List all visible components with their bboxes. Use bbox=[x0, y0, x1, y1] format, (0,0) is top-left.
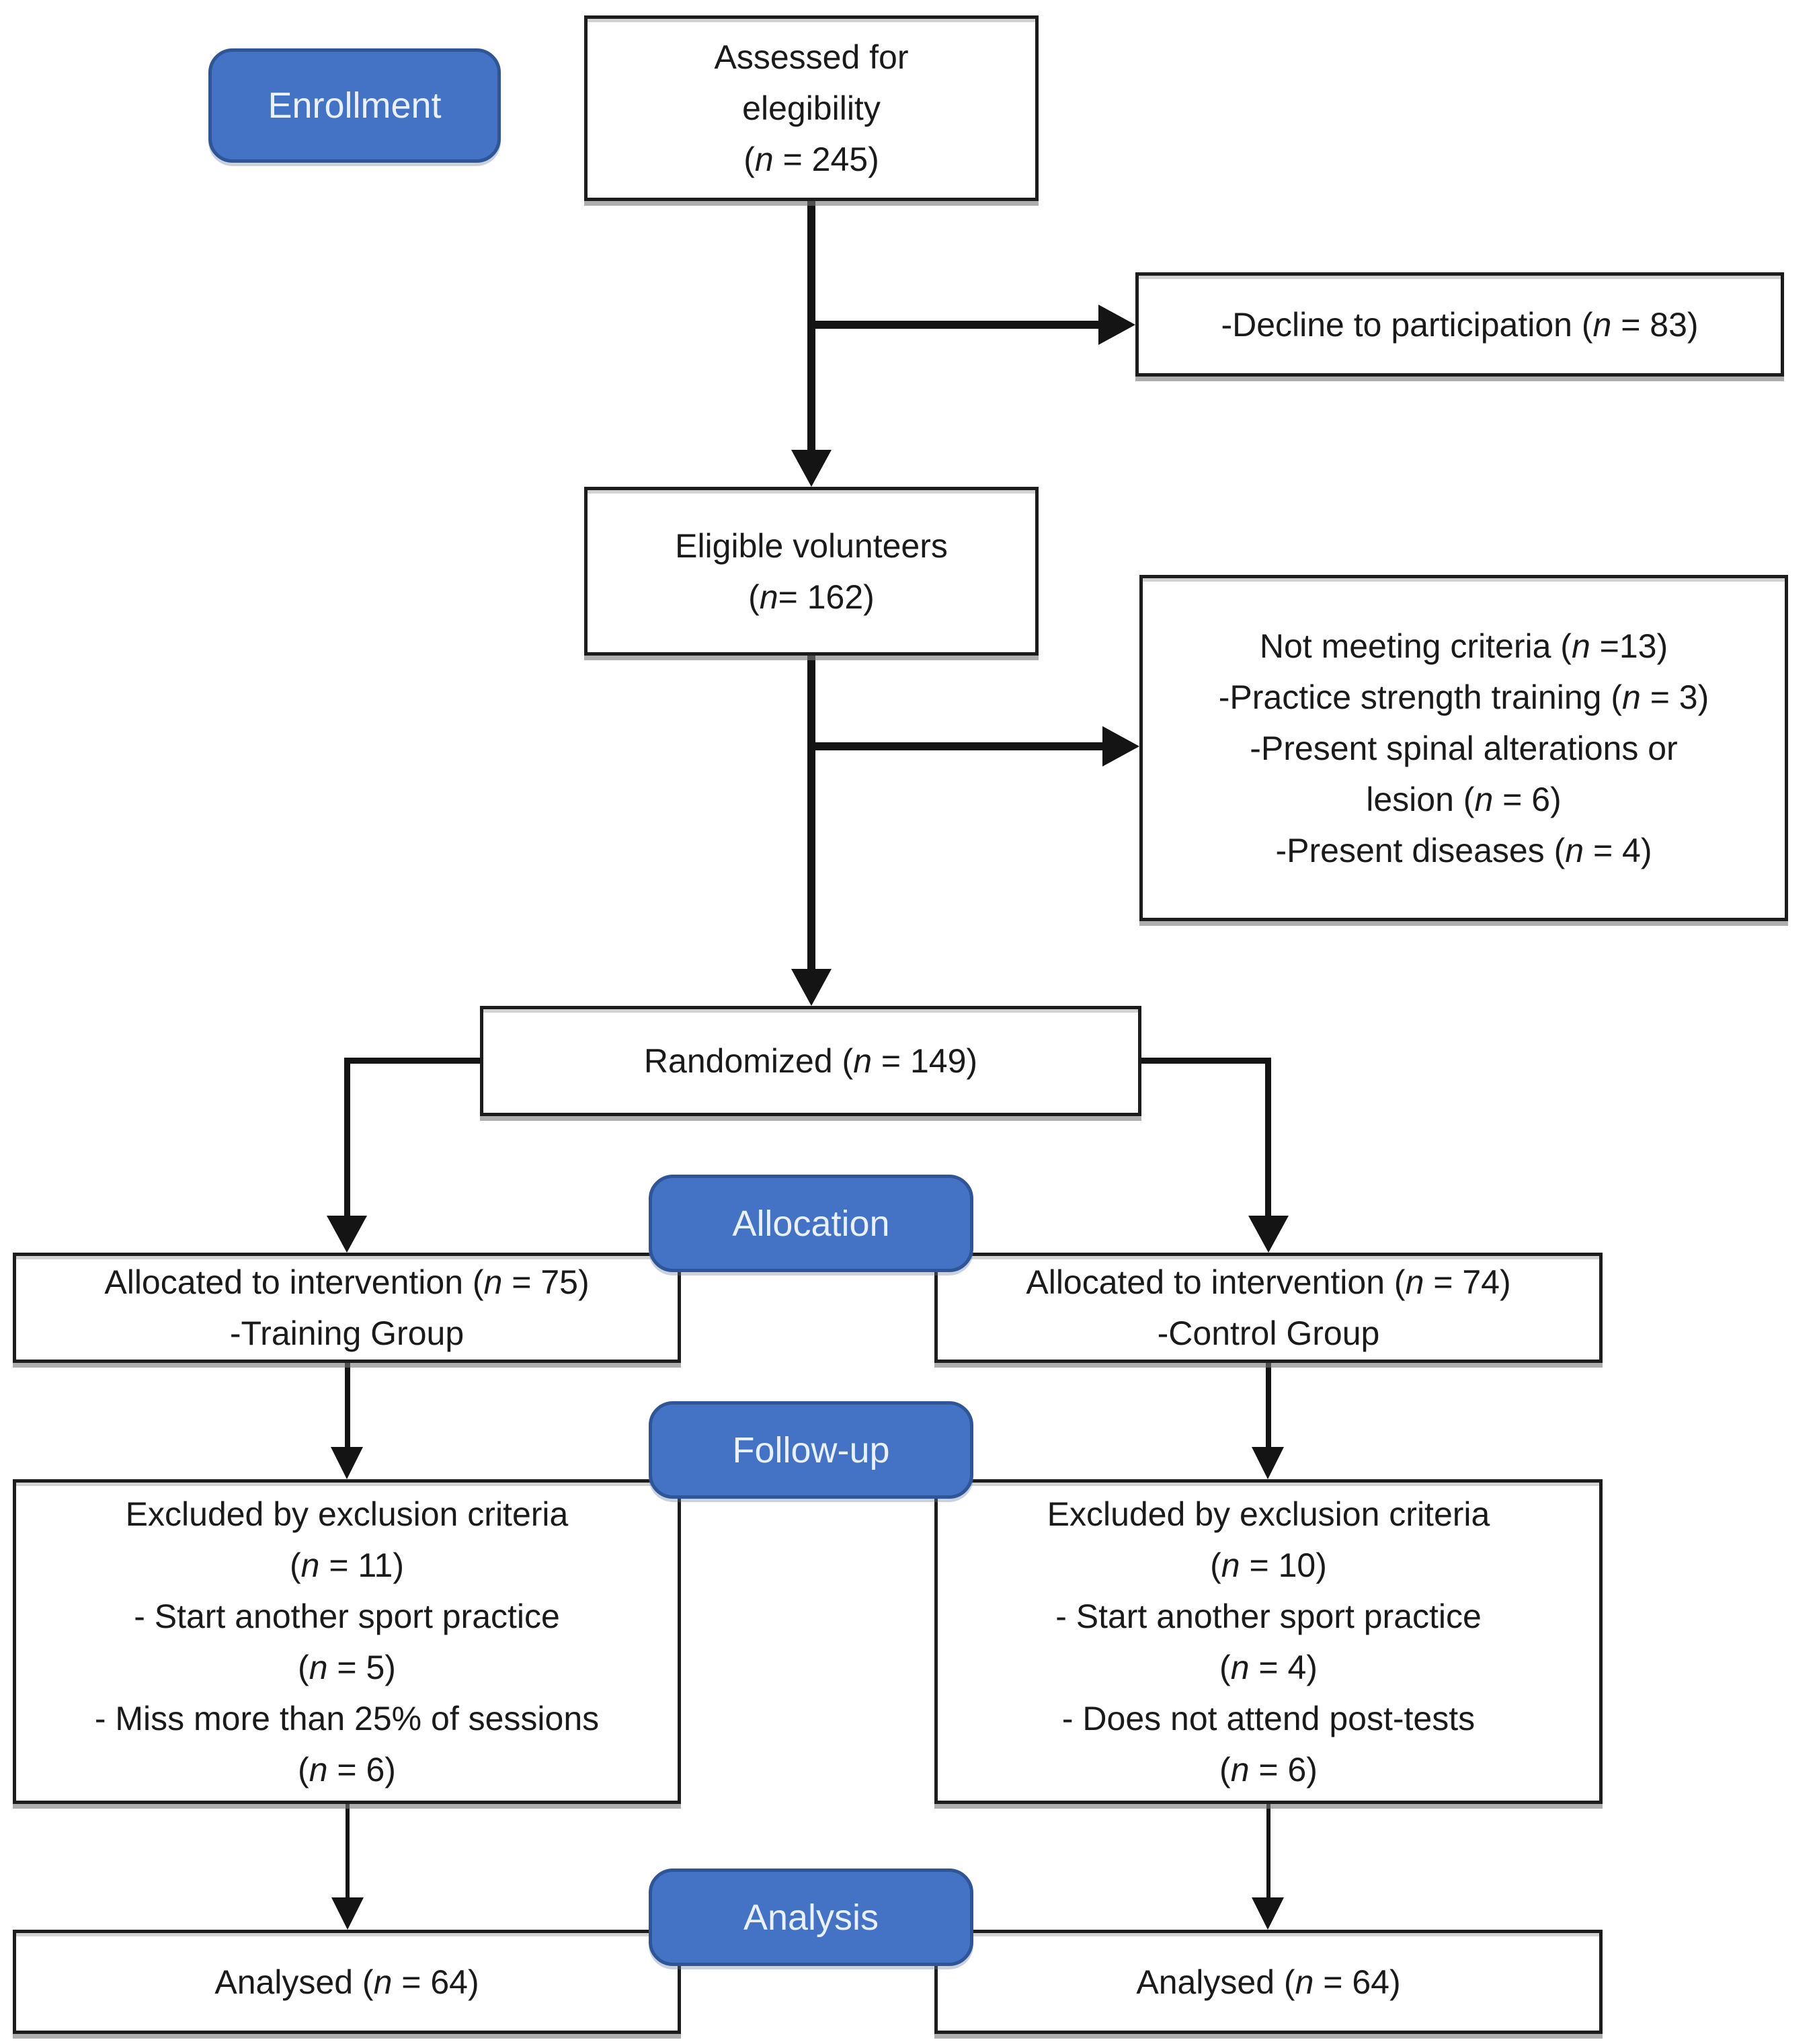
arrowhead-into-allocated-training bbox=[327, 1216, 367, 1253]
arrowhead-into-analysed-control bbox=[1252, 1897, 1284, 1930]
box-excluded-control-group: Excluded by exclusion criteria (n = 10) - … bbox=[934, 1479, 1603, 1804]
box-excluded-training-group: Excluded by exclusion criteria (n = 11) - … bbox=[13, 1479, 681, 1804]
box-text-line: Randomized (n = 149) bbox=[643, 1042, 978, 1080]
stage-badge-analysis: Analysis bbox=[649, 1869, 973, 1966]
box-text-line: (n = 5) bbox=[298, 1648, 396, 1686]
connector-down-to-allocated-control bbox=[1265, 1058, 1271, 1216]
box-text-line: -Training Group bbox=[229, 1314, 465, 1352]
box-text-line: - Start another sport practice bbox=[1055, 1597, 1482, 1635]
arrowhead-into-eligible bbox=[791, 450, 832, 487]
box-text-line: - Does not attend post-tests bbox=[1061, 1699, 1476, 1737]
box-text-line: -Present diseases (n = 4) bbox=[1275, 831, 1652, 869]
box-text-line: (n = 4) bbox=[1219, 1648, 1318, 1686]
arrowhead-into-not-meeting bbox=[1102, 726, 1139, 766]
arrowhead-into-excluded-control bbox=[1252, 1447, 1284, 1479]
box-analysed-training-group: Analysed (n = 64) bbox=[13, 1930, 681, 2034]
box-text-line: Eligible volunteers bbox=[675, 526, 948, 565]
box-eligible-volunteers: Eligible volunteers (n= 162) bbox=[584, 487, 1039, 656]
arrowhead-into-analysed-training bbox=[331, 1897, 364, 1930]
connector-excluded-to-analysed-training bbox=[346, 1804, 350, 1899]
box-text-line: Allocated to intervention (n = 74) bbox=[1026, 1263, 1511, 1301]
connector-allocated-to-excluded-control bbox=[1266, 1363, 1271, 1449]
box-text-line: Allocated to intervention (n = 75) bbox=[104, 1263, 590, 1301]
box-text-line: (n = 245) bbox=[743, 141, 879, 178]
box-text-line: Assessed for bbox=[714, 38, 909, 76]
connector-to-declined bbox=[807, 321, 1098, 329]
arrowhead-into-randomized bbox=[791, 969, 832, 1006]
box-randomized: Randomized (n = 149) bbox=[480, 1006, 1141, 1116]
connector-randomized-left-branch bbox=[344, 1058, 480, 1064]
connector-down-to-allocated-training bbox=[344, 1058, 350, 1216]
box-text-line: Analysed (n = 64) bbox=[214, 1963, 479, 2001]
box-text-line: (n= 162) bbox=[748, 578, 875, 616]
box-declined-participation: -Decline to participation (n = 83) bbox=[1135, 272, 1784, 377]
arrowhead-into-excluded-training bbox=[331, 1447, 363, 1479]
box-text-line: (n = 6) bbox=[1219, 1750, 1318, 1788]
box-text-line: elegibility bbox=[742, 89, 881, 127]
box-text-line: Not meeting criteria (n =13) bbox=[1259, 627, 1668, 665]
stage-badge-allocation: Allocation bbox=[649, 1175, 973, 1272]
box-text-line: -Control Group bbox=[1157, 1314, 1380, 1352]
box-text-line: - Miss more than 25% of sessions bbox=[94, 1699, 600, 1737]
box-allocated-control-group: Allocated to intervention (n = 74) -Contr… bbox=[934, 1253, 1603, 1363]
arrowhead-into-declined bbox=[1098, 305, 1135, 345]
box-text-line: -Decline to participation (n = 83) bbox=[1221, 305, 1699, 344]
stage-badge-followup: Follow-up bbox=[649, 1401, 973, 1499]
box-not-meeting-criteria: Not meeting criteria (n =13) -Practice st… bbox=[1139, 575, 1788, 921]
connector-to-not-meeting bbox=[807, 742, 1102, 750]
box-text-line: Excluded by exclusion criteria bbox=[125, 1495, 569, 1533]
box-text-line: (n = 10) bbox=[1210, 1546, 1327, 1584]
box-text-line: -Practice strength training (n = 3) bbox=[1218, 678, 1709, 716]
connector-randomized-right-branch bbox=[1141, 1058, 1271, 1064]
box-text-line: - Start another sport practice bbox=[134, 1597, 560, 1635]
box-analysed-control-group: Analysed (n = 64) bbox=[934, 1930, 1603, 2034]
arrowhead-into-allocated-control bbox=[1248, 1216, 1289, 1253]
box-allocated-training-group: Allocated to intervention (n = 75) -Train… bbox=[13, 1253, 681, 1363]
box-text-line: lesion (n = 6) bbox=[1366, 780, 1562, 818]
box-text-line: (n = 11) bbox=[289, 1546, 404, 1584]
connector-excluded-to-analysed-control bbox=[1266, 1804, 1270, 1899]
stage-badge-enrollment: Enrollment bbox=[208, 48, 501, 163]
box-text-line: Analysed (n = 64) bbox=[1136, 1963, 1401, 2001]
box-text-line: Excluded by exclusion criteria bbox=[1047, 1495, 1490, 1533]
box-text-line: (n = 6) bbox=[298, 1750, 396, 1788]
connector-allocated-to-excluded-training bbox=[345, 1363, 350, 1449]
box-assessed-for-eligibility: Assessed for elegibility (n = 245) bbox=[584, 15, 1039, 201]
connector-eligible-to-randomized bbox=[807, 654, 815, 969]
box-text-line: -Present spinal alterations or bbox=[1250, 729, 1678, 767]
